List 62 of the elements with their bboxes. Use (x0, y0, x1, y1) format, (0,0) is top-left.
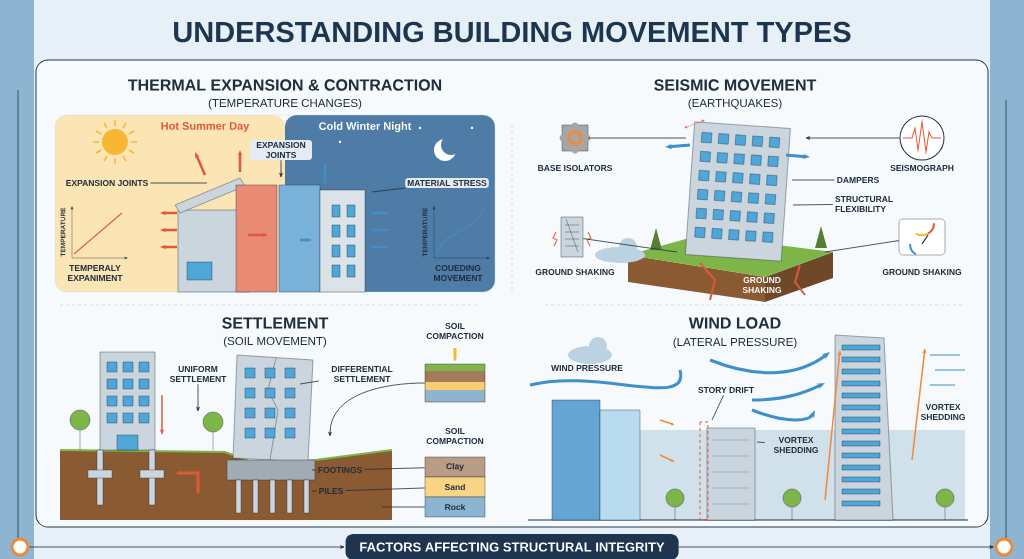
leader-line (824, 240, 900, 253)
callout-label: STRUCTURAL FLEXIBILITY (835, 196, 893, 212)
section-subtitle: (EARTHQUAKES) (688, 98, 782, 110)
caption-label: WIND PRESSURE (551, 365, 623, 371)
leader-line (587, 137, 687, 139)
callout-label: DAMPERS (837, 177, 879, 183)
caption-label: VORTEX SHEDDING (920, 404, 965, 420)
leader-line (364, 467, 426, 470)
caption-label: COUEDING MOVEMENT (434, 265, 483, 281)
soil-layer: Clay (424, 456, 486, 478)
arrow (328, 382, 426, 437)
callout-label: FOOTINGS (318, 467, 362, 473)
leader-line (299, 380, 320, 385)
leader-line (150, 182, 208, 184)
arrow (29, 545, 345, 549)
seismograph-icon (899, 115, 945, 161)
leader-line (792, 204, 834, 206)
section-heading: THERMAL EXPANSION & CONTRACTION (128, 79, 442, 91)
icon-caption: SEISMOGRAPH (890, 165, 954, 171)
leader-line (345, 487, 426, 491)
leader-line (311, 490, 317, 492)
arrow (678, 545, 994, 549)
section-heading: SETTLEMENT (222, 317, 329, 329)
callout-label: VORTEX SHEDDING (773, 437, 818, 453)
gear-icon (559, 122, 591, 154)
soil-layer: Sand (424, 476, 486, 498)
callout-label: EXPANSION JOINTS (66, 180, 148, 186)
leader-line (311, 469, 316, 471)
shaking-column-icon (552, 216, 592, 258)
arrow (279, 159, 283, 178)
page-title: UNDERSTANDING BUILDING MOVEMENT TYPES (174, 21, 851, 43)
caption-label: SOIL COMPACTION (426, 428, 484, 444)
soil-layer: Rock (424, 496, 486, 518)
callout-label: STORY DRIFT (698, 387, 754, 393)
leader-line (582, 238, 678, 253)
icon-caption: BASE ISOLATORS (538, 165, 613, 171)
section-subtitle: (LATERAL PRESSURE) (673, 337, 797, 349)
ground-label: GROUND SHAKING (742, 277, 782, 293)
callout-label: UNIFORM SETTLEMENT (169, 366, 227, 382)
leader-line (791, 179, 835, 181)
footer-banner: FACTORS AFFECTING STRUCTURAL INTEGRITY (345, 534, 679, 559)
arrow (196, 383, 200, 412)
soil-layers-icon (424, 348, 486, 403)
icon-caption: GROUND SHAKING (882, 269, 962, 275)
callout-label: DIFFERENTIAL SETTLEMENT (331, 366, 393, 382)
arrow (805, 136, 900, 140)
timeline-dot (994, 537, 1014, 557)
section-heading: WIND LOAD (688, 317, 781, 329)
section-subtitle: (TEMPERATURE CHANGES) (208, 98, 362, 110)
section-subtitle: (SOIL MOVEMENT) (223, 336, 327, 348)
leader-line (381, 506, 426, 508)
leader-line (711, 394, 724, 421)
leader-line (756, 441, 766, 443)
callout-label: MATERIAL STRESS (405, 178, 489, 188)
gauge-icon (898, 218, 946, 256)
caption-label: SOIL COMPACTION (426, 323, 484, 339)
callout-label: PILES (319, 488, 343, 494)
icon-caption: GROUND SHAKING (535, 269, 615, 275)
timeline-dot (10, 537, 30, 557)
section-heading: SEISMIC MOVEMENT (654, 79, 817, 91)
leader-line (371, 187, 406, 193)
caption-label: TEMPERALY EXPANIMENT (68, 265, 123, 281)
